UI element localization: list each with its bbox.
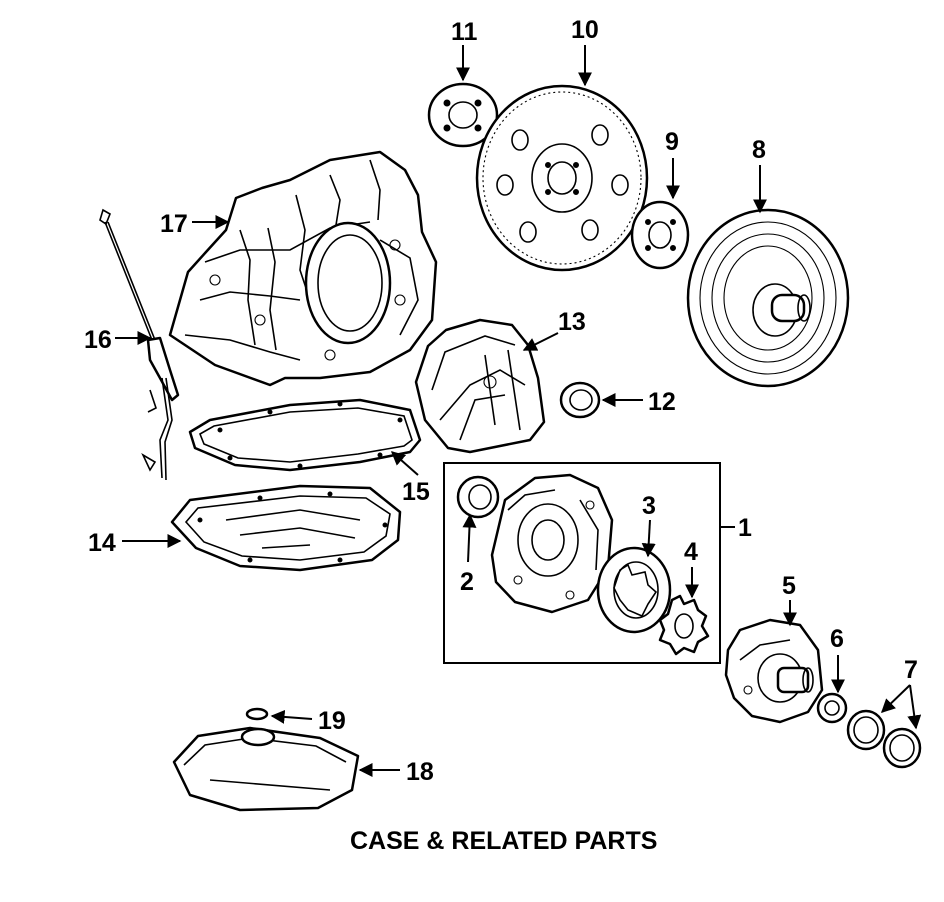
callout-8: 8	[752, 136, 766, 164]
part-8-torque-converter	[686, 208, 850, 388]
part-7-rings	[846, 709, 922, 769]
part-18-filter	[172, 726, 360, 812]
part-3-driven-gear	[596, 546, 672, 634]
part-1-group-box	[443, 462, 721, 664]
part-5-oil-pump	[724, 618, 824, 724]
callout-4: 4	[684, 538, 698, 566]
callout-3: 3	[642, 492, 656, 520]
part-14-oil-pan	[170, 484, 402, 572]
callout-7: 7	[904, 656, 918, 684]
callout-1: 1	[738, 514, 752, 542]
part-2-pump-seal	[456, 475, 500, 519]
callout-18: 18	[406, 758, 434, 786]
callout-17: 17	[160, 210, 188, 238]
part-4-drive-gear	[658, 594, 710, 656]
callout-14: 14	[88, 529, 116, 557]
part-16-dipstick	[99, 208, 180, 481]
callout-numbers: 11 10 9 8 17 16 13 12 15 14 2 3 4 1 5 6 …	[84, 16, 918, 786]
part-17-transmission-case	[168, 150, 438, 387]
callout-13: 13	[558, 308, 586, 336]
diagram-caption: CASE & RELATED PARTS	[350, 827, 657, 855]
callout-19: 19	[318, 707, 346, 735]
callout-16: 16	[84, 326, 112, 354]
callout-2: 2	[460, 568, 474, 596]
part-11-spacer	[427, 82, 499, 148]
callout-6: 6	[830, 625, 844, 653]
callout-15: 15	[402, 478, 430, 506]
part-9-plate	[630, 200, 690, 270]
part-13-side-cover	[414, 318, 546, 454]
callout-11: 11	[451, 18, 478, 46]
callout-12: 12	[648, 388, 676, 416]
part-12-seal	[559, 381, 601, 419]
part-19-o-ring	[245, 707, 269, 721]
callout-10: 10	[571, 16, 599, 44]
part-10-drive-plate	[475, 84, 649, 272]
part-6-seal	[816, 692, 848, 724]
part-15-pan-gasket	[188, 398, 422, 472]
pump-body	[490, 473, 614, 614]
callout-9: 9	[665, 128, 679, 156]
leader-lines	[115, 45, 922, 777]
callout-5: 5	[782, 572, 796, 600]
